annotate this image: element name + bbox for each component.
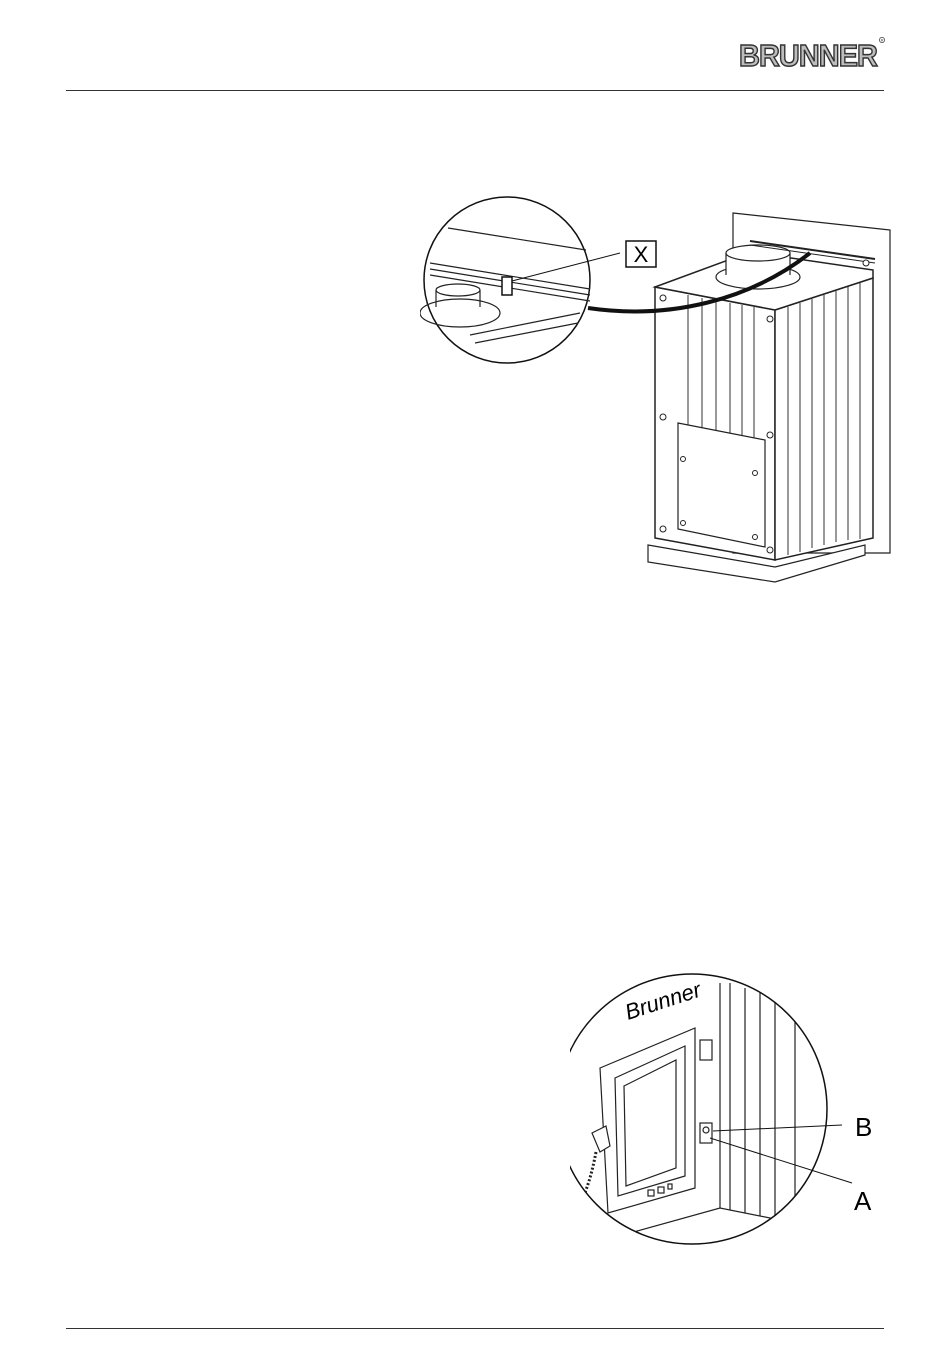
clamp-x (502, 277, 512, 295)
door-hinge-illustration: Brunner B A (570, 968, 890, 1253)
svg-text:R: R (881, 38, 884, 43)
footer-rule (66, 1328, 884, 1329)
stove-rear-illustration: X (420, 195, 900, 595)
label-b: B (855, 1112, 872, 1142)
label-a: A (854, 1186, 872, 1216)
brunner-logo: BRUNNER R (737, 34, 887, 74)
brand-wordmark: BRUNNER (739, 38, 878, 73)
callout-label-x: X (634, 242, 649, 267)
header-rule (66, 90, 884, 91)
